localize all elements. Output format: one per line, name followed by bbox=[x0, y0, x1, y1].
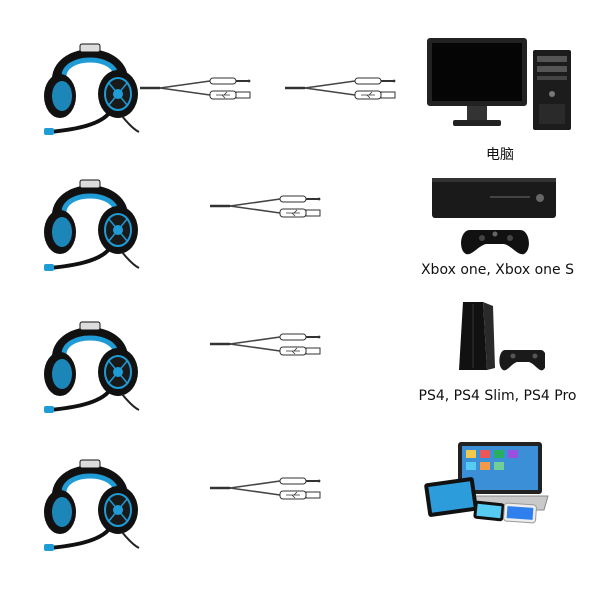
pc-adapter-cable-icon bbox=[285, 76, 405, 100]
compat-row-xbox: Xbox one, Xbox one S bbox=[0, 160, 600, 300]
compat-row-mobile bbox=[0, 440, 600, 600]
headset-cable-icon bbox=[210, 332, 330, 356]
ps4-caption: PS4, PS4 Slim, PS4 Pro bbox=[418, 388, 577, 404]
xbox-caption: Xbox one, Xbox one S bbox=[420, 262, 575, 278]
desktop-pc-icon bbox=[427, 38, 571, 130]
pc-caption: 电脑 bbox=[486, 147, 514, 163]
headset-cable-icon bbox=[210, 194, 330, 218]
compat-row-pc: 电脑 bbox=[0, 0, 600, 163]
laptop-tablet-phone-icon bbox=[424, 442, 549, 524]
gaming-headset-icon bbox=[40, 162, 140, 272]
gaming-headset-icon bbox=[40, 304, 140, 414]
headset-cable-icon bbox=[210, 476, 330, 500]
gaming-headset-icon bbox=[40, 26, 140, 136]
ps4-console-icon bbox=[459, 302, 545, 371]
gaming-headset-icon bbox=[40, 442, 140, 552]
headset-cable-icon bbox=[140, 76, 260, 100]
xbox-console-icon bbox=[432, 178, 556, 255]
compat-row-ps4: PS4, PS4 Slim, PS4 Pro bbox=[0, 300, 600, 440]
